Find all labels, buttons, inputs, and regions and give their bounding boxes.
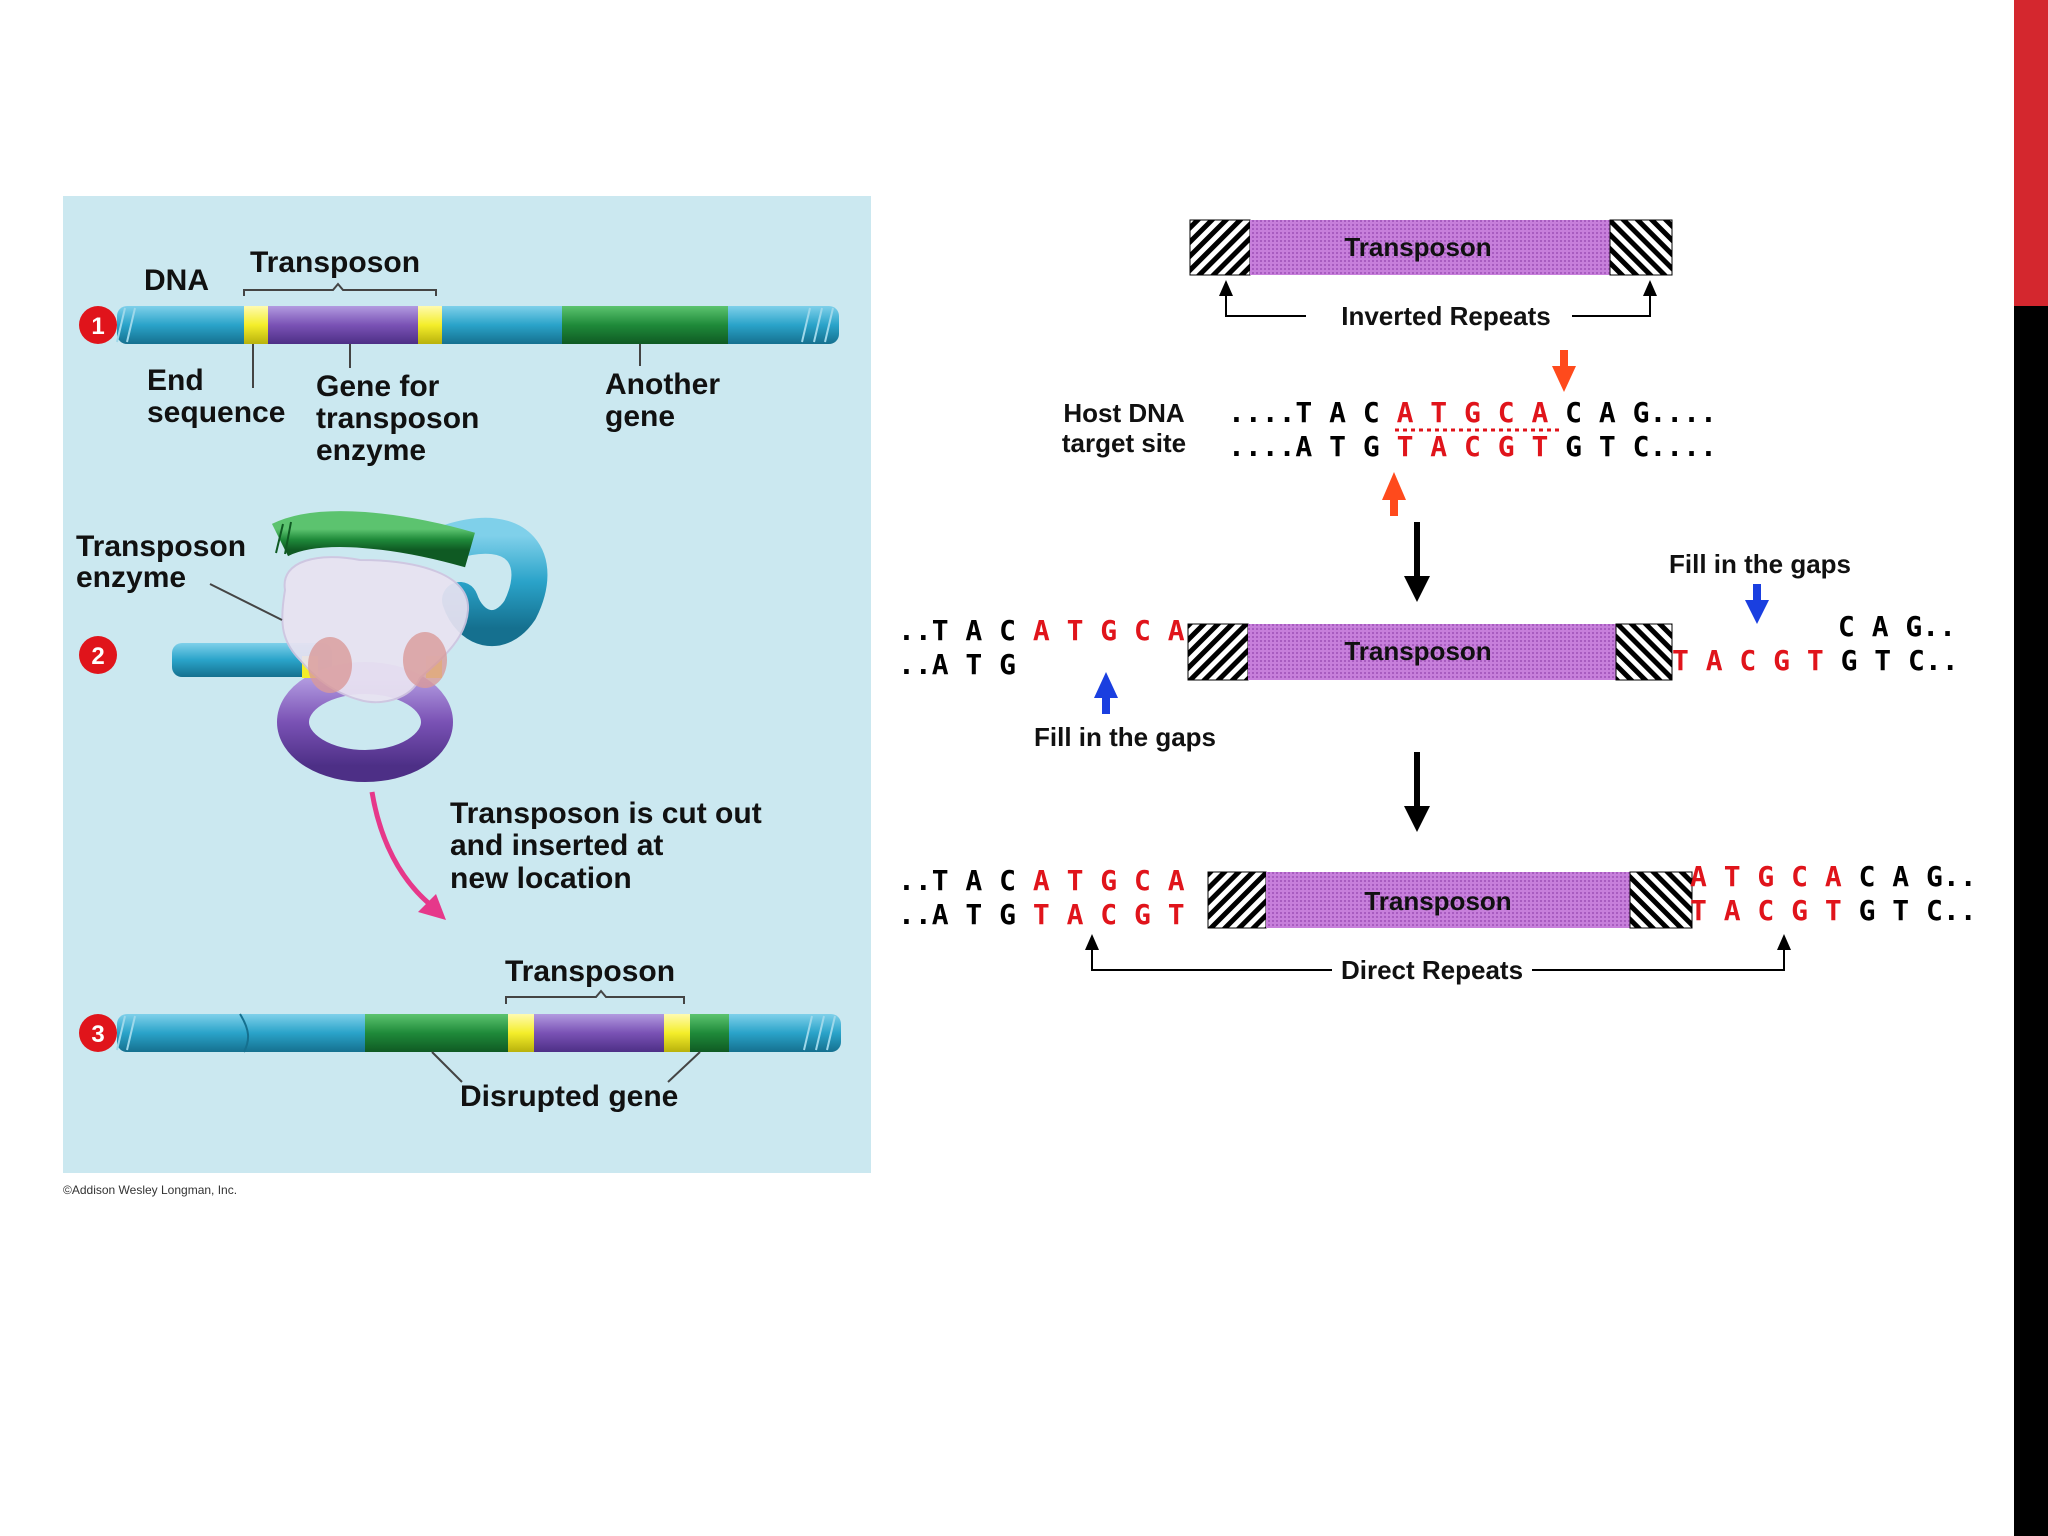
cut-seq-right-bottom: T A C G T G T C.. [1672, 644, 1959, 677]
another-gene-label-2: gene [605, 400, 675, 433]
cut-insert-arrow [369, 791, 434, 908]
step2-badge [79, 636, 117, 674]
red-cut-arrow-bottom [1382, 472, 1406, 516]
final-seq-right-bottom: T A C G T G T C.. [1690, 894, 1977, 927]
mid-transposon-box [1187, 623, 1673, 681]
step3-dna-strand [116, 1013, 841, 1053]
gene-label-2: transposon [316, 402, 479, 435]
transposon-brace-step3 [505, 989, 685, 1004]
transposon-label-top: Transposon [1344, 232, 1491, 262]
caption-line-2: and inserted at [450, 829, 663, 862]
enzyme-label-2: enzyme [76, 561, 186, 594]
host-dna-label-1: Host DNA [1063, 398, 1185, 428]
inverted-arrowhead-right [1643, 280, 1657, 296]
step1-badge [79, 306, 117, 344]
accent-bar-black [2014, 306, 2048, 1536]
fill-gaps-label-right: Fill in the gaps [1669, 549, 1851, 579]
transposon-label-step3: Transposon [505, 955, 675, 988]
dna-label: DNA [144, 264, 209, 297]
process-arrow-1 [1404, 522, 1430, 602]
inverted-arrowhead-left [1219, 280, 1233, 296]
direct-arrowhead-left [1085, 934, 1099, 950]
accent-bar-red [2014, 0, 2048, 306]
disrupted-pointer-left [431, 1051, 463, 1083]
transposon-label-step1: Transposon [250, 246, 420, 279]
step3-badge [79, 1014, 117, 1052]
disrupted-pointer-right [667, 1051, 701, 1083]
step2-number: 2 [91, 643, 104, 670]
transposon-label-final: Transposon [1364, 886, 1511, 916]
gene-label-3: enzyme [316, 434, 426, 467]
transposon-brace-step1 [243, 282, 437, 296]
step3-number: 3 [91, 1021, 104, 1048]
fill-gaps-label-left: Fill in the gaps [1034, 722, 1216, 752]
left-diagram-panel [63, 196, 871, 1173]
cut-insert-arrowhead [418, 894, 446, 920]
process-arrow-2 [1404, 752, 1430, 832]
step1-number: 1 [91, 313, 104, 340]
red-cut-arrow-top [1552, 350, 1576, 392]
cut-seq-left-bottom: ..A T G [898, 648, 1016, 681]
final-seq-left-top: ..T A C A T G C A [898, 864, 1185, 897]
step2-enzyme-complex [172, 511, 548, 782]
host-dna-label-2: target site [1062, 428, 1186, 458]
cut-seq-right-top: C A G.. [1838, 610, 1956, 643]
caption-line-1: Transposon is cut out [450, 797, 762, 830]
transposon-label-mid: Transposon [1344, 636, 1491, 666]
final-seq-right-top: A T G C A C A G.. [1690, 860, 1977, 893]
another-gene-label-1: Another [605, 368, 720, 401]
inverted-repeats-label: Inverted Repeats [1341, 301, 1551, 331]
host-seq-bottom: ....A T G T A C G T G T C.... [1228, 430, 1717, 463]
gene-label-1: Gene for [316, 370, 440, 403]
final-seq-left-bottom: ..A T G T A C G T [898, 898, 1185, 931]
caption-line-3: new location [450, 862, 632, 895]
cut-seq-left-top: ..T A C A T G C A [898, 614, 1185, 647]
end-sequence-label-1: End [147, 364, 204, 397]
disrupted-gene-label: Disrupted gene [460, 1080, 678, 1113]
step1-dna-strand [116, 306, 839, 344]
copyright-text: ©Addison Wesley Longman, Inc. [63, 1183, 238, 1197]
blue-arrow-left [1094, 672, 1118, 714]
top-transposon-box [1189, 219, 1673, 276]
direct-arrowhead-right [1777, 934, 1791, 950]
enzyme-pointer [209, 583, 283, 621]
direct-repeats-label: Direct Repeats [1341, 955, 1523, 985]
enzyme-label-1: Transposon [76, 530, 246, 563]
blue-arrow-right [1745, 584, 1769, 624]
final-transposon-box [1207, 871, 1693, 929]
host-seq-top: ....T A C A T G C A C A G.... [1228, 396, 1717, 429]
end-sequence-label-2: sequence [147, 396, 285, 429]
